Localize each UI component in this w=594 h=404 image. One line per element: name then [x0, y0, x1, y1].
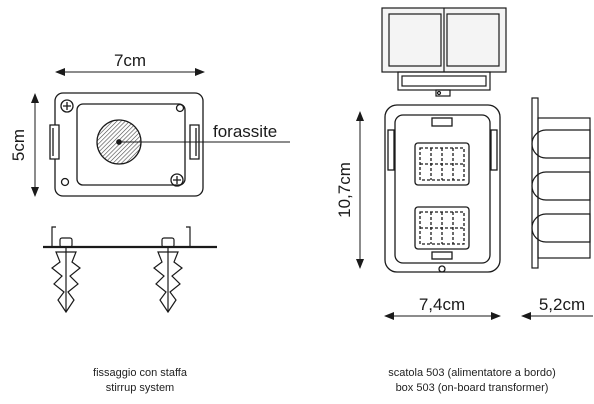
box-width-label: 7,4cm — [419, 295, 465, 314]
box-caption: scatola 503 (alimentatore a bordo) box 5… — [360, 366, 584, 396]
screw-icon — [60, 99, 74, 113]
box-height-label: 10,7cm — [335, 162, 354, 218]
stirrup-caption: fissaggio con staffa stirrup system — [40, 366, 240, 396]
box-depth-label: 5,2cm — [539, 295, 585, 314]
wall-plug-left — [51, 247, 81, 314]
stirrup-front-view — [49, 92, 204, 197]
box-caption-italian: scatola 503 (alimentatore a bordo) — [388, 367, 556, 379]
wall-plug-right — [153, 247, 183, 314]
height-label: 5cm — [9, 129, 28, 161]
box-caption-english: box 503 (on-board transformer) — [395, 382, 549, 394]
stirrup-caption-italian: fissaggio con staffa — [93, 367, 187, 379]
box-top-view — [381, 7, 507, 97]
screw-icon — [170, 173, 184, 187]
stirrup-side-view — [43, 226, 217, 314]
callout-label: forassite — [213, 122, 277, 141]
box-side-view — [531, 97, 591, 269]
box-front-view — [384, 104, 501, 273]
stirrup-caption-english: stirrup system — [105, 382, 175, 394]
width-label: 7cm — [114, 51, 146, 70]
